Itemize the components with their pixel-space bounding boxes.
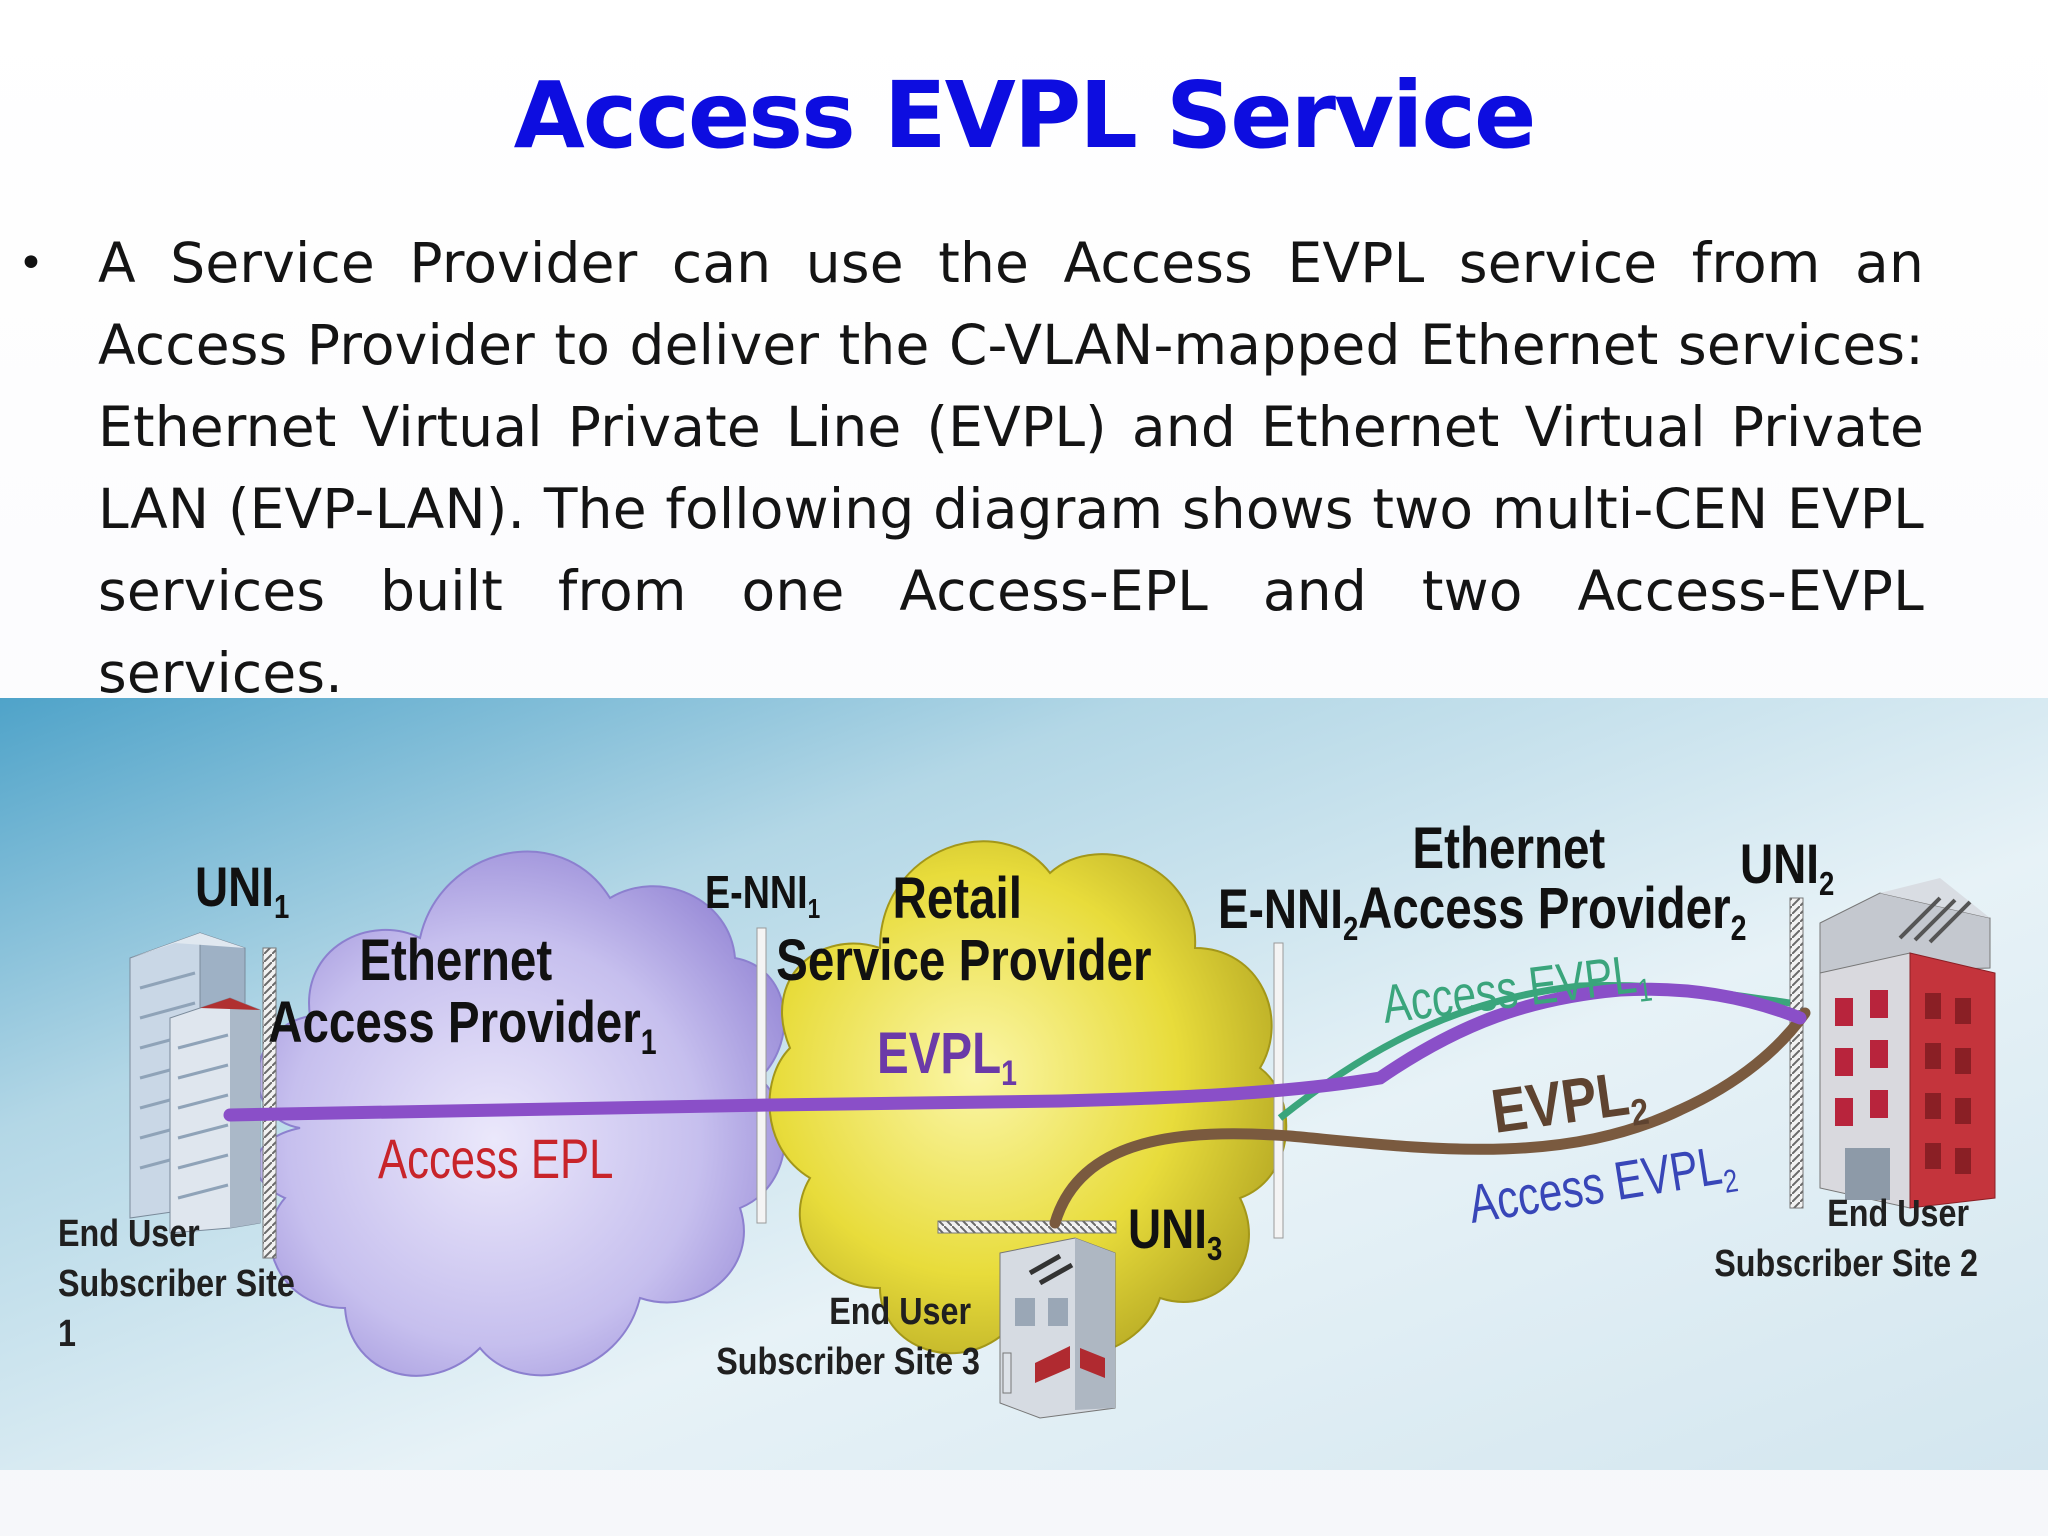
- uni-2-bar: [1789, 897, 1804, 1209]
- access-provider-1-label: Ethernet Access Provider1: [268, 929, 656, 1062]
- site-1-label: End User Subscriber Site 1: [58, 1213, 304, 1355]
- uni-2-label: UNI2: [1740, 833, 1834, 903]
- uni-3-bar: [937, 1220, 1117, 1234]
- site-3-label: End User Subscriber Site 3: [716, 1291, 980, 1383]
- building-site-1-icon: [129, 932, 261, 1234]
- enni-1-bar: [756, 927, 767, 1224]
- building-site-3-icon: [999, 1237, 1116, 1419]
- access-epl-label: Access EPL: [378, 1128, 613, 1190]
- building-site-2-icon: [1819, 878, 1996, 1209]
- enni-1-label: E-NNI1: [705, 866, 820, 924]
- uni-3-label: UNI3: [1128, 1198, 1222, 1268]
- evpl-2-line: [1049, 1007, 1811, 1229]
- site-2-label: End User Subscriber Site 2: [1714, 1193, 1978, 1285]
- bullet-marker: •: [18, 238, 44, 289]
- evpl-1-label: EVPL1: [877, 1022, 1017, 1093]
- network-diagram: Ethernet Access Provider1 Retail Service…: [0, 698, 2048, 1470]
- slide-title: Access EVPL Service: [513, 62, 1537, 169]
- access-provider-2-label: Ethernet: [1412, 817, 1605, 882]
- retail-service-provider-label: Retail Service Provider: [776, 867, 1151, 994]
- evpl-1-line: [223, 982, 1807, 1122]
- enni-2-label: E-NNI2: [1218, 878, 1358, 948]
- bullet-text: A Service Provider can use the Access EV…: [98, 231, 1924, 705]
- uni-1-bar: [262, 947, 277, 1259]
- uni-1-label: UNI1: [195, 856, 289, 926]
- access-provider-2-label-line2: Access Provider2: [1358, 877, 1746, 948]
